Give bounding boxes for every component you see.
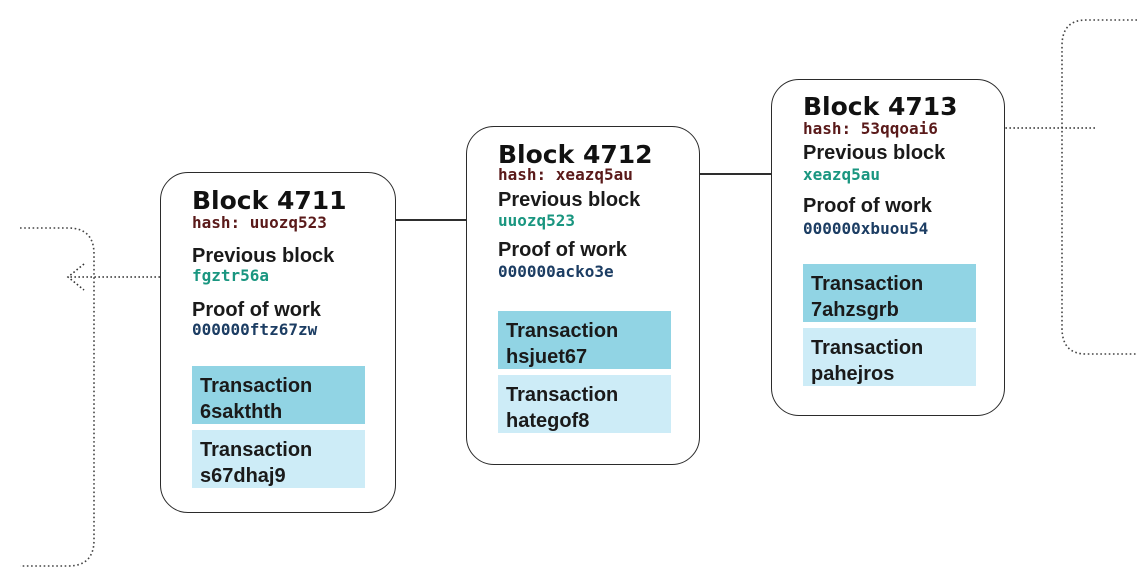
block-hash: hash: 53qqoai6 [803, 119, 938, 138]
transaction-id: hategof8 [506, 410, 590, 432]
transaction-box: Transaction 7ahzsgrb [803, 264, 976, 322]
transaction-id: 6sakthth [200, 401, 283, 423]
next-block-outline [1061, 19, 1137, 355]
transaction-label: Transaction [811, 337, 924, 359]
proof-of-work-label: Proof of work [192, 299, 321, 321]
block-4713: Block 4713 hash: 53qqoai6 Previous block… [771, 79, 1005, 416]
block-hash: hash: xeazq5au [498, 165, 633, 184]
previous-block-value: fgztr56a [192, 266, 270, 285]
transaction-box: Transaction hategof8 [498, 375, 671, 433]
transaction-id: 7ahzsgrb [811, 299, 899, 321]
block-hash: hash: uuozq523 [192, 213, 327, 232]
proof-of-work-value: 000000xbuou54 [803, 219, 929, 238]
block-title: Block 4713 [803, 92, 958, 121]
proof-of-work-value: 000000acko3e [498, 262, 614, 281]
transaction-box: Transaction pahejros [803, 328, 976, 386]
arrow-to-previous-block [66, 263, 188, 291]
transaction-label: Transaction [200, 375, 313, 397]
previous-block-label: Previous block [803, 142, 946, 164]
transaction-box: Transaction 6sakthth [192, 366, 365, 424]
previous-block-value: xeazq5au [803, 165, 881, 184]
block-title: Block 4711 [192, 186, 347, 215]
transaction-label: Transaction [811, 273, 924, 295]
transaction-id: hsjuet67 [506, 346, 588, 368]
transaction-label: Transaction [506, 384, 619, 406]
block-4712: Block 4712 hash: xeazq5au Previous block… [466, 126, 700, 465]
transaction-id: pahejros [811, 363, 895, 385]
transaction-label: Transaction [506, 320, 619, 342]
previous-block-label: Previous block [192, 245, 335, 267]
proof-of-work-label: Proof of work [498, 239, 627, 261]
proof-of-work-value: 000000ftz67zw [192, 320, 318, 339]
transaction-box: Transaction hsjuet67 [498, 311, 671, 369]
previous-block-value: uuozq523 [498, 211, 576, 230]
block-4711: Block 4711 hash: uuozq523 Previous block… [160, 172, 396, 513]
transaction-id: s67dhaj9 [200, 465, 286, 487]
proof-of-work-label: Proof of work [803, 195, 932, 217]
previous-block-outline [20, 227, 95, 567]
block-title: Block 4712 [498, 140, 653, 169]
transaction-label: Transaction [200, 439, 313, 461]
previous-block-label: Previous block [498, 189, 641, 211]
transaction-box: Transaction s67dhaj9 [192, 430, 365, 488]
